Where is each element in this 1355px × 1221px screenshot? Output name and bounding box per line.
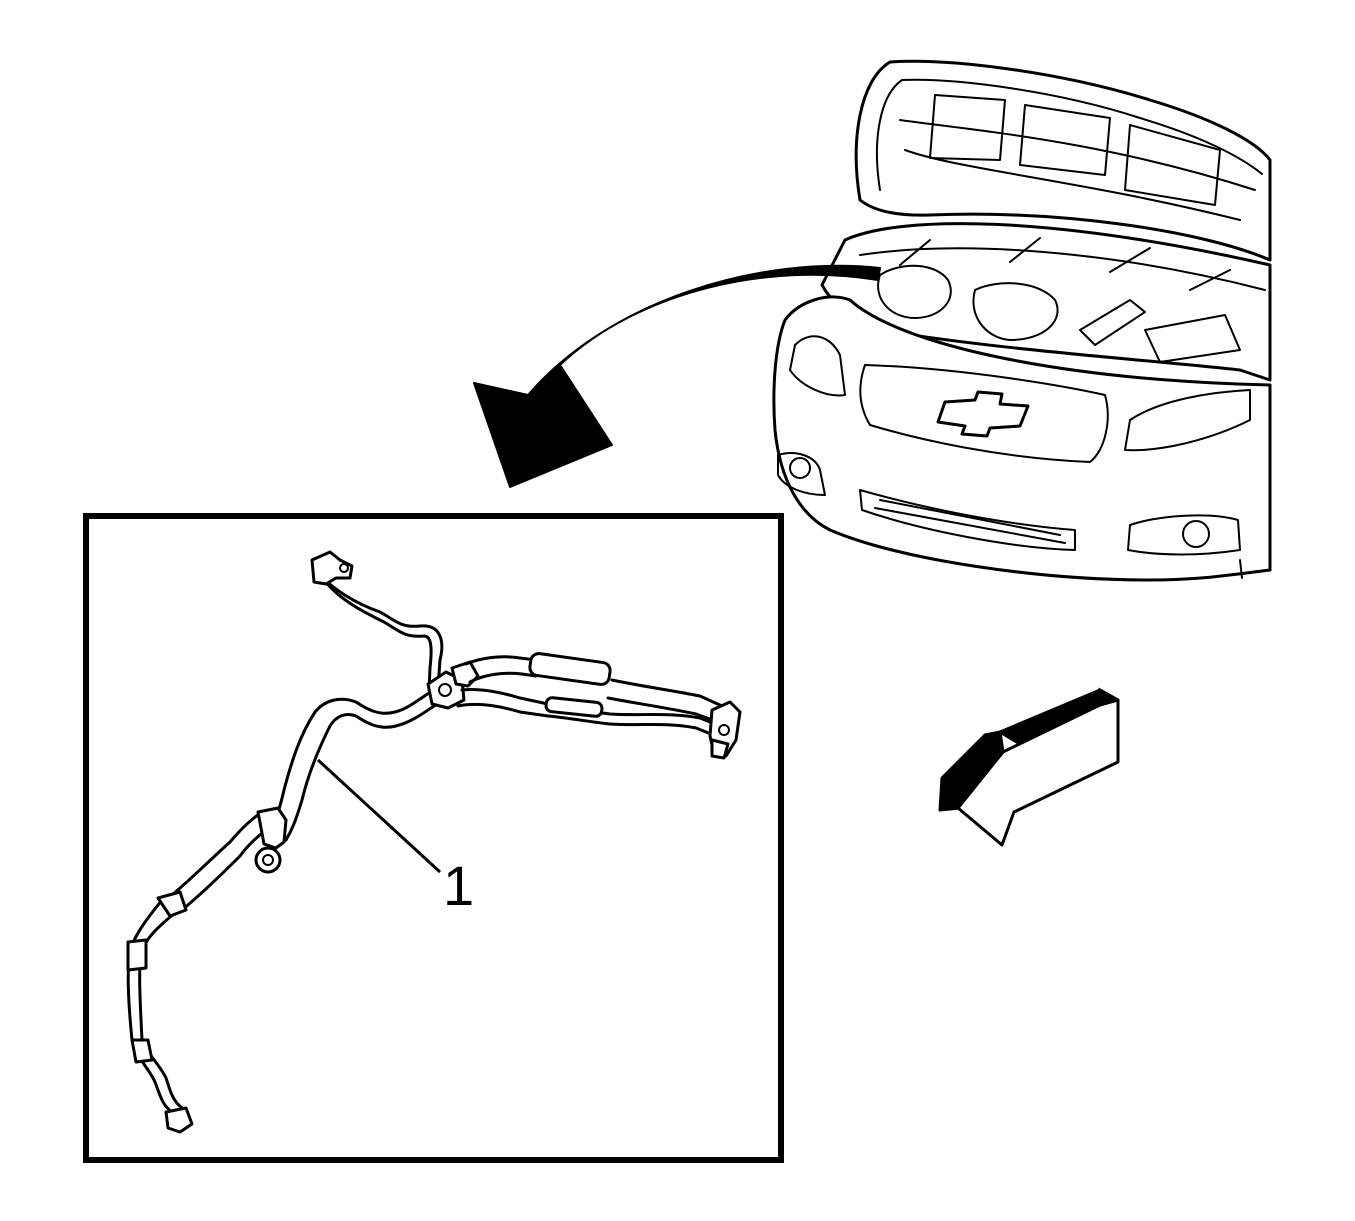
callout-label-1: 1 [443, 854, 475, 917]
detail-inset-frame [83, 513, 784, 1163]
callout-1-leader [316, 758, 442, 874]
vehicle-front-illustration [772, 59, 1272, 582]
curved-arrow-to-detail [473, 264, 881, 488]
ac-refrigerant-hose-assembly [126, 550, 742, 1134]
front-direction-arrow [938, 687, 1120, 847]
